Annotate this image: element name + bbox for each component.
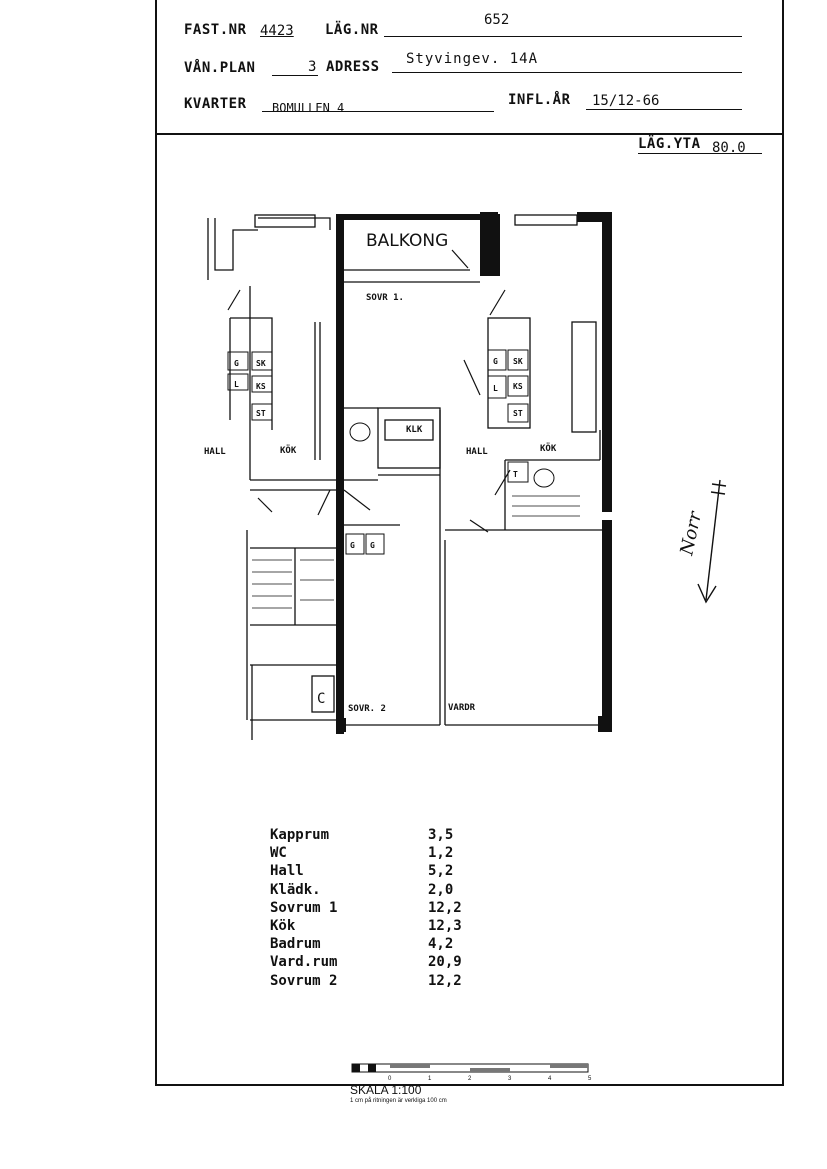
door-swings xyxy=(227,249,511,533)
van-plan-label: VÅN.PLAN xyxy=(184,60,256,76)
adress-value: Styvingev. 14A xyxy=(406,51,539,67)
vardr-label: VARDR xyxy=(448,703,476,713)
kvarter-underline xyxy=(262,111,494,112)
north-arrow: Norr xyxy=(676,479,727,604)
fixture-st-right: ST xyxy=(513,409,523,418)
sovr2-label: SOVR. 2 xyxy=(348,704,386,714)
kvarter-label: KVARTER xyxy=(184,96,247,112)
fixture-ks-left: KS xyxy=(256,382,266,391)
room-area: 4,2 xyxy=(428,936,454,953)
room-labels: BALKONG SOVR 1. HALL KÖK KLK HALL KÖK SO… xyxy=(204,231,557,714)
fixture-c: C xyxy=(317,691,325,707)
adress-underline xyxy=(392,72,742,73)
room-area: 3,5 xyxy=(428,827,454,843)
lag-nr-value: 652 xyxy=(484,12,510,28)
room-row: WC 1,2 xyxy=(270,844,462,862)
room-name: Badrum xyxy=(270,936,321,953)
scale-tick-label: 3 xyxy=(508,1076,512,1082)
hall-right-label: HALL xyxy=(466,447,488,457)
room-row: Klädk. 2,0 xyxy=(270,881,462,899)
room-row: Vard.rum 20,9 xyxy=(270,953,462,971)
fixture-sk-left: SK xyxy=(256,359,266,368)
scale-tick-label: 5 xyxy=(588,1076,592,1082)
fixture-st-left: ST xyxy=(256,409,266,418)
room-area: 12,2 xyxy=(428,899,462,916)
room-name: Sovrum 2 xyxy=(270,972,338,989)
room-name: Hall xyxy=(270,863,304,880)
room-row: Kapprum 3,5 xyxy=(270,826,462,844)
hall-left-label: HALL xyxy=(204,447,226,457)
balkong-label: BALKONG xyxy=(366,231,448,251)
room-name: Kapprum xyxy=(270,827,330,843)
stair-hatch xyxy=(252,495,580,609)
room-row: Sovrum 1 12,2 xyxy=(270,899,462,917)
fixture-g-1: G xyxy=(350,541,355,550)
lag-nr-label: LÄG.NR xyxy=(325,22,379,38)
fixture-g-right: G xyxy=(493,357,498,366)
room-name: Kök xyxy=(270,918,296,935)
room-area: 2,0 xyxy=(428,881,454,898)
scale-title: SKALA 1:100 xyxy=(350,1083,422,1097)
fast-nr-label: FAST.NR xyxy=(184,22,247,38)
room-name: WC xyxy=(270,845,287,862)
fixtures xyxy=(227,349,555,555)
infl-ar-underline xyxy=(586,109,742,110)
klk-label: KLK xyxy=(406,425,423,435)
document-sheet xyxy=(155,0,784,1086)
infl-ar-value: 15/12-66 xyxy=(592,93,660,109)
scale-tick-label: 1 xyxy=(428,1076,432,1082)
room-row: Sovrum 2 12,2 xyxy=(270,972,462,990)
header-divider xyxy=(155,133,782,135)
north-label: Norr xyxy=(676,508,706,558)
lag-nr-underline xyxy=(384,36,742,37)
kvarter-value: BOMULLEN 4 xyxy=(272,101,345,115)
fixture-g-2: G xyxy=(370,541,375,550)
room-row: Hall 5,2 xyxy=(270,862,462,880)
fast-nr-value: 4423 xyxy=(260,23,294,39)
room-area: 12,3 xyxy=(428,918,462,935)
thick-walls xyxy=(336,212,612,734)
room-area: 1,2 xyxy=(428,845,454,862)
room-area: 20,9 xyxy=(428,954,462,971)
scale-bar: 0 1 2 3 4 5 xyxy=(351,1063,592,1082)
scale-note: 1 cm på ritningen är verkliga 100 cm xyxy=(350,1098,447,1104)
room-row: Badrum 4,2 xyxy=(270,935,462,953)
lag-yta-underline xyxy=(638,153,762,154)
fixture-sk-right: SK xyxy=(513,357,523,366)
fixture-t: T xyxy=(513,470,518,479)
kok-right-label: KÖK xyxy=(540,443,557,454)
van-plan-value: 3 xyxy=(308,59,317,75)
thin-walls xyxy=(207,214,605,740)
lag-yta-value: 80.0 xyxy=(712,140,746,156)
room-name: Klädk. xyxy=(270,881,321,898)
floor-plan: BALKONG SOVR 1. HALL KÖK KLK HALL KÖK SO… xyxy=(204,212,612,740)
room-area: 5,2 xyxy=(428,863,454,880)
room-area: 12,2 xyxy=(428,972,462,989)
sovr1-label: SOVR 1. xyxy=(366,293,404,303)
room-row: Kök 12,3 xyxy=(270,917,462,935)
fixture-g-left: G xyxy=(234,359,239,368)
room-name: Vard.rum xyxy=(270,954,338,971)
fixture-ks-right: KS xyxy=(513,382,523,391)
scale-tick-label: 4 xyxy=(548,1076,552,1082)
fixture-l-left: L xyxy=(234,380,239,389)
adress-label: ADRESS xyxy=(326,59,380,75)
room-name: Sovrum 1 xyxy=(270,899,338,916)
scale-tick-label: 0 xyxy=(388,1076,392,1082)
lag-yta-label: LÄG.YTA xyxy=(638,136,701,152)
van-plan-underline xyxy=(272,75,318,76)
infl-ar-label: INFL.ÅR xyxy=(508,92,571,108)
fixture-l-right: L xyxy=(493,384,498,393)
kok-left-label: KÖK xyxy=(280,445,297,456)
scale-tick-label: 2 xyxy=(468,1076,472,1082)
